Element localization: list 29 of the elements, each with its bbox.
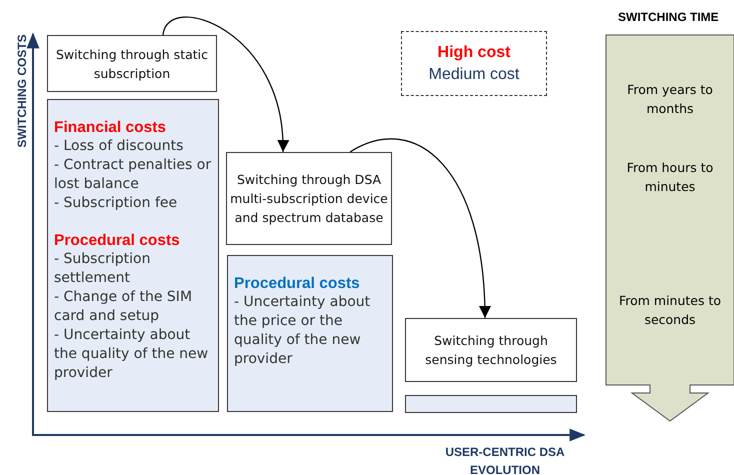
time-text: From minutes to seconds: [618, 292, 722, 329]
bullet-text: - Loss of discounts: [54, 137, 184, 156]
curved-arrow: [350, 138, 491, 318]
bullet-text: - Contract penalties or lost balance: [54, 156, 212, 194]
process-box: [226, 152, 392, 245]
section-heading: Financial costs: [54, 118, 167, 137]
legend-text: Medium cost: [428, 64, 520, 84]
box-text: Switching through static subscription: [54, 46, 210, 82]
time-text: From hours to minutes: [626, 159, 714, 196]
section-heading: Procedural costs: [54, 231, 181, 250]
bullet-text: - Uncertainty about the price or the quality of the new provider: [234, 293, 372, 369]
axis-title: USER-CENTRIC DSA EVOLUTION: [444, 444, 566, 475]
axis-title: SWITCHING COSTS: [14, 33, 30, 150]
time-text: From years to months: [626, 81, 714, 118]
bullet-text: - Subscription settlement: [54, 250, 152, 288]
bullet-text: - Subscription fee: [54, 194, 178, 213]
legend-text: High cost: [438, 42, 510, 62]
process-box: [405, 318, 577, 382]
cost-panel: [227, 255, 393, 412]
bullet-text: - Uncertainty about the quality of the new provider: [54, 326, 210, 383]
process-box: [47, 35, 217, 92]
curved-arrow: [162, 16, 288, 152]
panel-heading: SWITCHING TIME: [618, 10, 720, 24]
box-text: Switching through DSA multi-subscription device and spectrum database: [230, 171, 388, 227]
box-text: Switching through sensing technologies: [424, 332, 558, 369]
cost-panel: [47, 99, 219, 412]
section-heading: Procedural costs: [234, 274, 361, 293]
empty-bar: [405, 395, 577, 413]
bullet-text: - Change of the SIM card and setup: [54, 288, 194, 326]
